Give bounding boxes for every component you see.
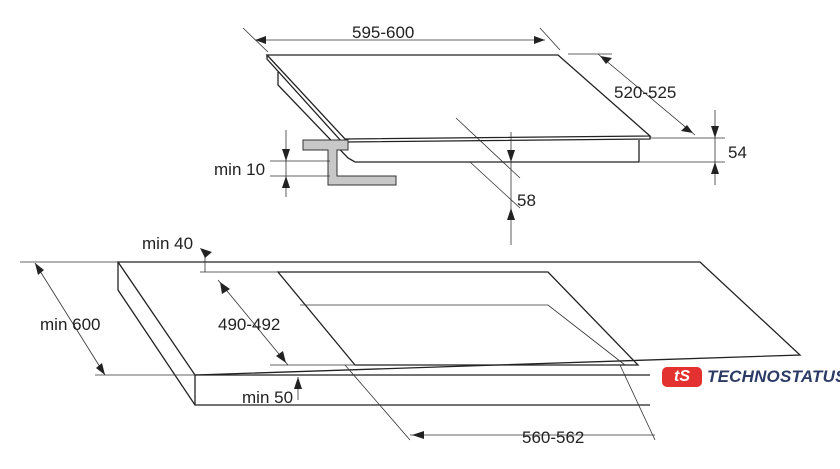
hob-body <box>277 72 640 163</box>
label-built-in-depth: 58 <box>517 191 536 210</box>
labels: 595-600 520-525 54 min 10 58 min 40 min … <box>40 23 747 447</box>
technostatus-logo: tS TECHNOSTATUS <box>662 367 840 387</box>
worktop-dimensions <box>20 248 656 441</box>
logo-text: TECHNOSTATUS <box>707 367 840 386</box>
worktop-side <box>117 262 650 406</box>
label-min-clearance: min 10 <box>214 160 265 179</box>
worktop-bracket <box>302 139 397 186</box>
hob-top-surface <box>265 54 652 140</box>
label-min-front-gap: min 40 <box>142 234 193 253</box>
label-cutout-width: 560-562 <box>522 428 584 447</box>
label-min-back-gap: min 50 <box>242 388 293 407</box>
logo-mark: tS <box>662 367 702 387</box>
cutout-depth <box>300 304 626 366</box>
cutout <box>276 271 640 366</box>
label-cutout-depth: 490-492 <box>218 315 280 334</box>
hob-dimensions <box>242 27 725 245</box>
label-hob-depth: 520-525 <box>614 83 676 102</box>
label-min-depth: min 600 <box>40 315 100 334</box>
label-hob-height: 54 <box>728 143 747 162</box>
label-hob-width: 595-600 <box>352 23 414 42</box>
hob-glass-edge <box>266 55 651 143</box>
worktop-top <box>116 261 802 376</box>
worktop-drawing <box>116 261 802 406</box>
